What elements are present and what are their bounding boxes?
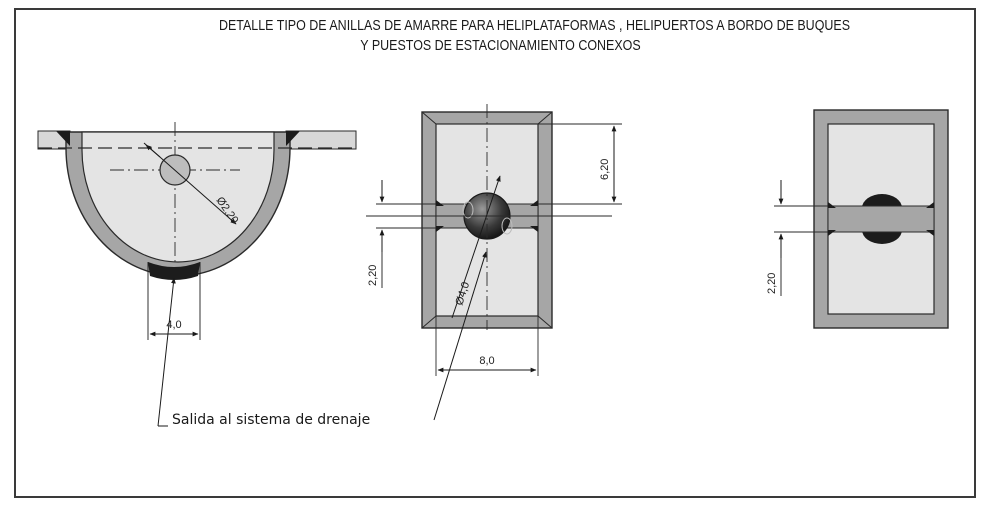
dim-left-width: 4,0 [166, 319, 181, 331]
elevation-view-right: 2,20 [766, 109, 949, 329]
callout-drain-text: Salida al sistema de drenaje [172, 412, 370, 428]
weld-left [56, 131, 70, 146]
plan-view-middle: 2,20 6,20 Ø4,0 8,0 [366, 104, 622, 376]
drawing-title-line2: Y PUESTOS DE ESTACIONAMIENTO CONEXOS [360, 38, 641, 54]
dim-mid-width: 8,0 [479, 355, 494, 367]
dim-right-bar: 2,20 [766, 273, 778, 294]
bowl-cavity [81, 131, 275, 263]
dim-mid-bar: 2,20 [367, 265, 379, 286]
drain-callout: Salida al sistema de drenaje [157, 251, 487, 428]
drain-outlet [148, 262, 200, 280]
weld-right [286, 131, 300, 146]
dim-mid-height: 6,20 [599, 159, 611, 180]
drawing-title-line1: DETALLE TIPO DE ANILLAS DE AMARRE PARA H… [218, 18, 851, 34]
section-view-left: Ø2,20 4,0 [37, 122, 357, 340]
elev-bar [827, 205, 935, 233]
